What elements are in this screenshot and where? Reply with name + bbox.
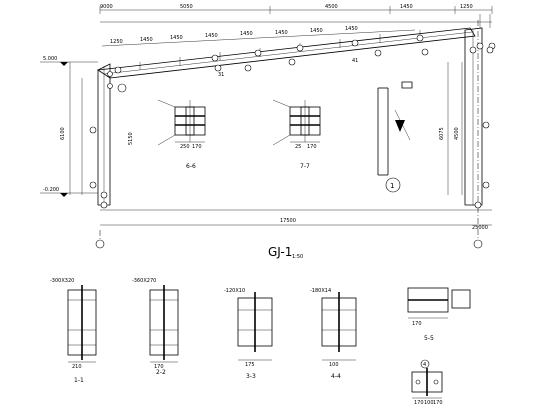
section-2-2: -360X270 170 2-2 [132, 278, 179, 376]
detail-1: 1 [377, 81, 413, 193]
elev-bottom: -0.200 [43, 187, 59, 193]
top-dim-4: 1250 [460, 4, 473, 10]
beam-dim-4: 1450 [240, 31, 253, 37]
s77-dim-0: 25 [295, 144, 301, 150]
s44-dim: 100 [329, 362, 339, 368]
section-label-22: 2-2 [156, 369, 166, 376]
beam-dim-5: 1450 [275, 30, 288, 36]
s33-plate: -120X10 [224, 288, 245, 294]
elev-top: 5.000 [43, 56, 57, 62]
base-plate-detail: 4 170 100 170 [411, 359, 443, 406]
col-height: 6100 [60, 127, 66, 140]
base-dim-0: 170 [414, 400, 424, 406]
s33-dim: 175 [245, 362, 255, 368]
s22-plate: -360X270 [132, 278, 156, 284]
s11-plate: -300X320 [50, 278, 74, 284]
section-1-1: -300X320 210 1-1 [50, 278, 97, 384]
section-label-33: 3-3 [246, 373, 256, 380]
beam-dim-3: 1450 [205, 33, 218, 39]
title-scale: 1:50 [292, 254, 303, 260]
section-label-77: 7-7 [300, 163, 310, 170]
top-dim-3: 1450 [400, 4, 413, 10]
col-inner: 5150 [128, 132, 134, 145]
section-label-55: 5-5 [424, 335, 434, 342]
rafter-dims: 1250 1450 1450 1450 1450 1450 1450 1450 [101, 26, 416, 47]
section-label-44: 4-4 [331, 373, 341, 380]
section-label-66: 6-6 [186, 163, 196, 170]
top-dim-0: 9000 [100, 4, 113, 10]
detail-circle: 1 [390, 182, 394, 190]
bottom-span: 17500 [280, 218, 296, 224]
section-label-11: 1-1 [74, 377, 84, 384]
section-3-3: -120X10 175 3-3 [224, 288, 273, 380]
section-6-6: 250 170 6-6 [157, 99, 206, 170]
s44-plate: -180X14 [310, 288, 331, 294]
node-mark-1: 41 [352, 58, 358, 64]
top-dim-2: 4500 [325, 4, 338, 10]
s11-dim: 210 [72, 364, 82, 370]
col-inner-right: 4500 [454, 127, 460, 140]
s66-dim-1: 170 [192, 144, 202, 150]
beam-dim-6: 1450 [310, 28, 323, 34]
frame-elevation: 9000 5050 4500 1450 1250 1250 1450 1450 … [40, 4, 496, 249]
beam-dim-0: 1250 [110, 39, 123, 45]
beam-dim-7: 1450 [345, 26, 358, 32]
s77-dim-1: 170 [307, 144, 317, 150]
col-height-right: 6075 [439, 127, 445, 140]
s22-dim: 170 [154, 364, 164, 370]
node-mark-0: 31 [218, 72, 224, 78]
section-5-5: 170 5-5 [407, 287, 471, 342]
beam-dim-1: 1450 [140, 37, 153, 43]
section-4-4: -180X14 100 4-4 [310, 288, 357, 380]
section-7-7: 25 170 7-7 [272, 99, 321, 170]
top-dim-1: 5050 [180, 4, 193, 10]
left-elevations: 5.000 -0.200 6100 5150 [40, 56, 134, 197]
base-dim-1: 100 [424, 400, 434, 406]
s55-dim: 170 [412, 321, 422, 327]
drawing-title: GJ-1 1:50 [268, 245, 303, 260]
base-dim-2: 170 [433, 400, 443, 406]
title-text: GJ-1 [268, 245, 292, 259]
base-callout: 4 [423, 362, 426, 368]
s66-dim-0: 250 [180, 144, 190, 150]
right-span: 25000 [472, 225, 488, 231]
beam-dim-2: 1450 [170, 35, 183, 41]
